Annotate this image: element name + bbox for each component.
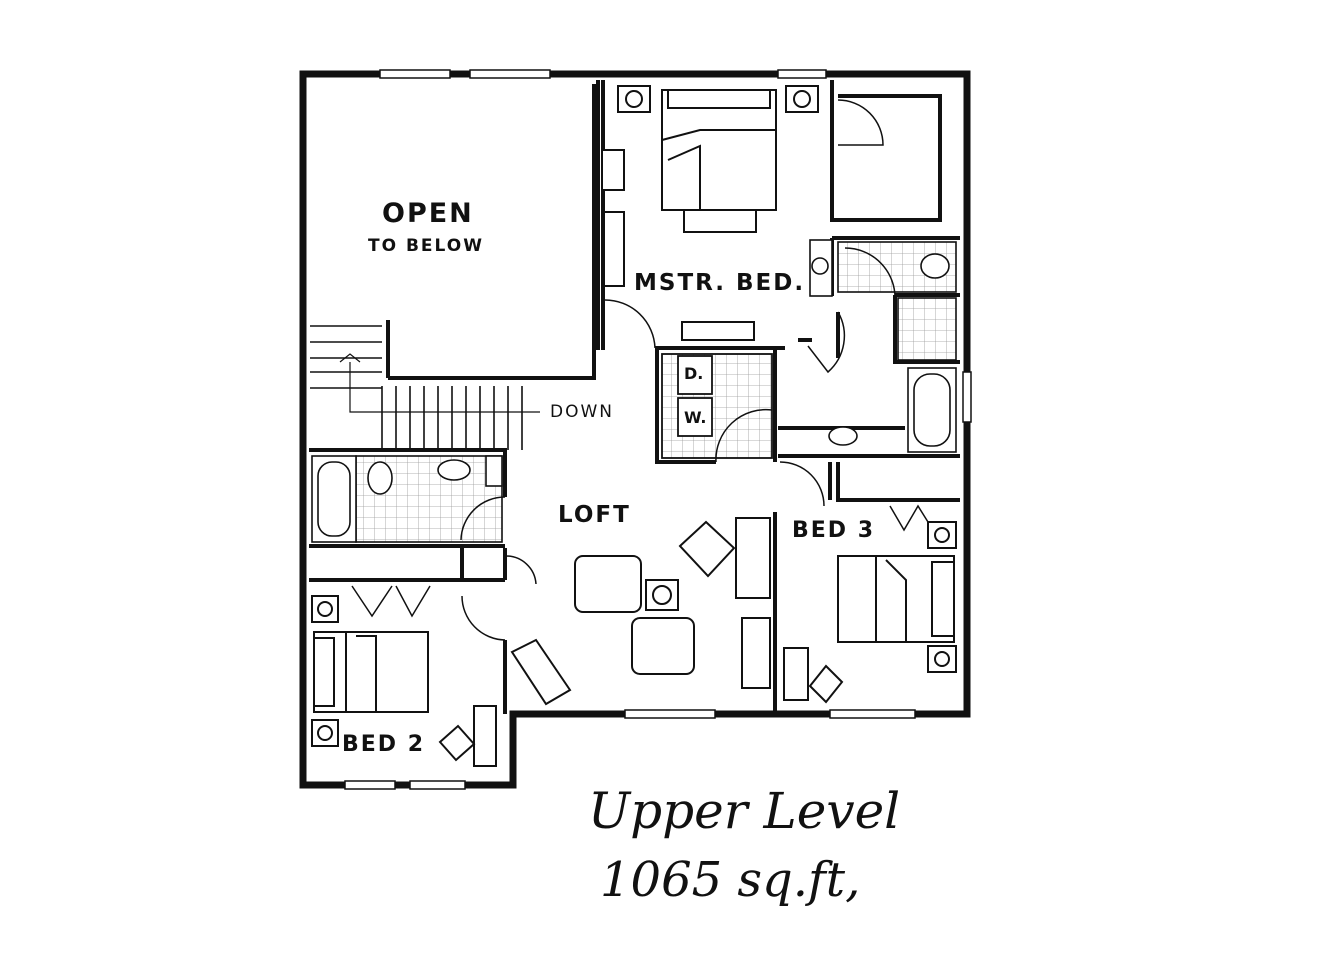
room-label-open-sub: TO BELOW: [368, 236, 484, 256]
bed3-furniture: [783, 521, 957, 704]
area-caption: 1065 sq.ft,: [600, 852, 861, 908]
master-bed: [601, 85, 819, 341]
windows: [344, 69, 972, 790]
room-label-open: OPEN: [382, 198, 474, 229]
bed2-furniture: [311, 595, 497, 767]
level-caption: Upper Level: [588, 782, 901, 840]
laundry-machines: [661, 353, 773, 459]
room-label-loft: LOFT: [558, 502, 631, 528]
stairs-down-label: DOWN: [550, 402, 614, 422]
room-label-master-bed: MSTR. BED.: [634, 270, 806, 296]
bath2-fixtures: [311, 455, 503, 543]
dryer-label: D.: [684, 364, 704, 383]
stairs: [310, 325, 540, 450]
washer-label: W.: [684, 408, 707, 427]
master-bath-fixtures: [809, 239, 957, 453]
room-label-bed2: BED 2: [342, 732, 426, 757]
loft-furniture: [510, 517, 771, 706]
room-label-bed3: BED 3: [792, 518, 876, 543]
exterior-walls: [299, 70, 971, 789]
doors: [351, 99, 929, 641]
